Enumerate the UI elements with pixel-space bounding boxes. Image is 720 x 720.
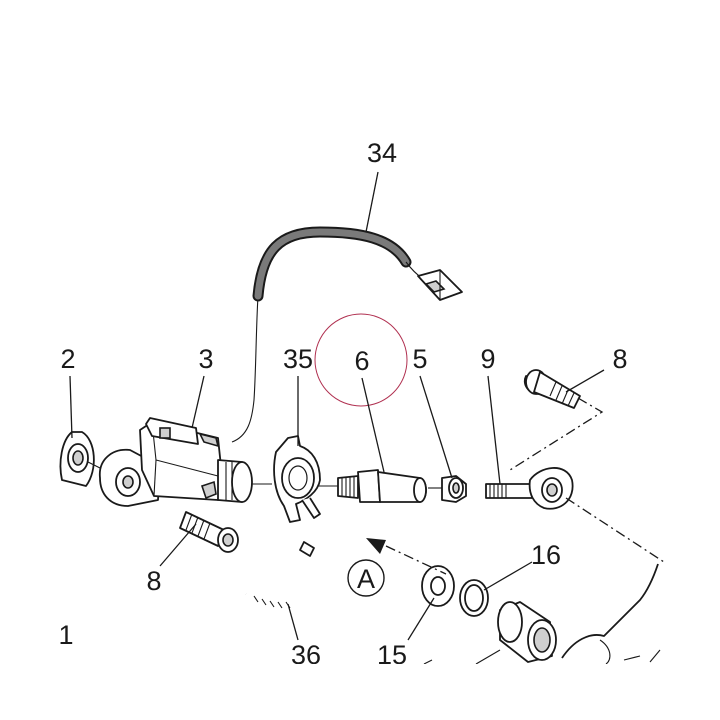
assembly-line-rod-end — [565, 497, 665, 563]
part-5-nut — [441, 475, 467, 503]
part-35-clip — [273, 435, 321, 523]
part-9-rod-end — [485, 467, 574, 510]
part-36-cable-tie — [245, 541, 324, 609]
callout-9: 9 — [480, 344, 495, 374]
triangle-arrow-icon — [366, 538, 386, 554]
view-a-marker: A — [347, 559, 385, 597]
part-6-threaded-spacer — [337, 469, 427, 503]
assembly-line-bolt — [509, 397, 604, 471]
part-15-washer — [421, 565, 455, 607]
sensor-cable-34 — [231, 226, 463, 443]
callout-35: 35 — [283, 344, 313, 374]
bottom-crop — [0, 664, 720, 720]
cable-connector — [417, 269, 463, 301]
part-1-frame — [423, 563, 661, 665]
callout-2: 2 — [60, 344, 75, 374]
highlight-circle — [314, 313, 408, 407]
part-8-bottom-bolt — [179, 511, 239, 553]
part-3-sensor-housing — [99, 417, 253, 507]
callout-16: 16 — [531, 540, 561, 570]
callout-1: 1 — [58, 620, 73, 650]
callout-8-top: 8 — [612, 344, 627, 374]
part-2-bushing — [59, 431, 95, 487]
view-a-label: A — [357, 564, 375, 594]
part-16-o-ring — [459, 579, 489, 617]
part-8-top-bolt — [523, 369, 581, 409]
callout-5: 5 — [412, 344, 427, 374]
leader-lines — [69, 171, 605, 641]
sleeve-bushing — [497, 601, 557, 663]
callout-34: 34 — [367, 138, 397, 168]
callout-6: 6 — [354, 346, 369, 376]
callout-8-bottom: 8 — [146, 566, 161, 596]
callout-3: 3 — [198, 344, 213, 374]
assembly-line-view-a — [385, 545, 447, 575]
